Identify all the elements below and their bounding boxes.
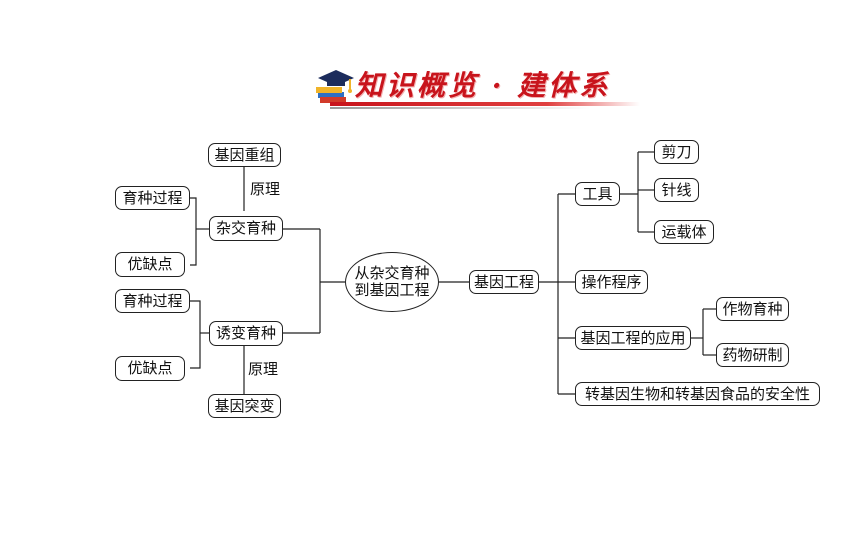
node-genetic-engineering: 基因工程 <box>469 270 539 294</box>
center-node: 从杂交育种 到基因工程 <box>345 252 439 312</box>
label-principle-hybrid: 原理 <box>250 180 281 198</box>
node-hybrid-process: 育种过程 <box>115 186 190 210</box>
node-hybrid-breeding: 杂交育种 <box>209 216 283 241</box>
center-line-2: 到基因工程 <box>354 281 430 299</box>
banner-underline-shadow <box>330 107 590 109</box>
node-mutation-proscons: 优缺点 <box>115 356 185 381</box>
node-tool-scissors: 剪刀 <box>654 140 699 164</box>
node-safety: 转基因生物和转基因食品的安全性 <box>575 382 820 406</box>
node-tool-needle-thread: 针线 <box>654 178 699 202</box>
graduation-cap-books-icon <box>316 70 354 103</box>
node-mutation-breeding: 诱变育种 <box>209 321 283 346</box>
banner-underline <box>330 102 640 106</box>
node-hybrid-proscons: 优缺点 <box>115 252 185 277</box>
node-mutation-process: 育种过程 <box>115 289 190 313</box>
node-tools: 工具 <box>575 182 620 206</box>
node-procedure: 操作程序 <box>575 270 648 294</box>
banner-title: 知识概览 · 建体系 <box>355 69 611 102</box>
node-gene-mutation: 基因突变 <box>208 394 281 418</box>
node-app-drug-development: 药物研制 <box>716 343 789 367</box>
section-banner: 知识概览 · 建体系 <box>300 56 660 118</box>
label-principle-mutation: 原理 <box>248 360 279 378</box>
node-tool-vector: 运载体 <box>654 220 714 244</box>
node-genetic-recombination: 基因重组 <box>208 143 281 167</box>
node-app-crop-breeding: 作物育种 <box>716 297 789 321</box>
node-application: 基因工程的应用 <box>575 326 691 350</box>
center-line-1: 从杂交育种 <box>354 263 430 282</box>
